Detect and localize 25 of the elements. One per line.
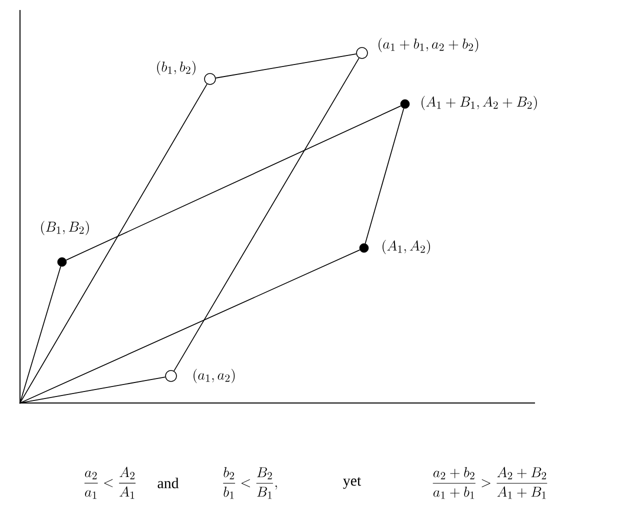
filled-point [400,99,410,109]
line [20,266,62,403]
point-label: $(a_1 + b_1, a_2 + b_2)$ [378,38,478,52]
connective-word: and [158,478,179,488]
formula: $\frac{a_2}{a_1} < \frac{A_2}{A_1}$ [84,466,136,499]
point-label: $(a_1, a_2)$ [194,368,235,384]
open-point [356,47,368,59]
line [364,108,404,244]
point-label: $(A_1, A_2)$ [382,240,430,254]
line [20,249,360,404]
formula: $\frac{b_2}{b_1} < \frac{B_2}{B_1},$ [223,467,277,499]
line [20,376,166,404]
open-point [165,370,177,382]
point-label: $(A_1 + B_1, A_2 + B_2)$ [422,96,537,110]
line [215,54,357,78]
open-point [204,73,216,85]
filled-point [57,257,67,267]
line [174,58,360,372]
connective-word: yet [343,477,362,489]
point-label: $(B_1, B_2)$ [41,220,89,236]
formula: $\frac{a_2 + b_2}{a_1 + b_1} > \frac{A_2 + B_2}{A_1 + B_1}$ [432,466,548,499]
line [20,84,208,403]
point-label: $(b_1, b_2)$ [157,60,196,76]
line [66,106,402,260]
filled-point [359,243,369,253]
